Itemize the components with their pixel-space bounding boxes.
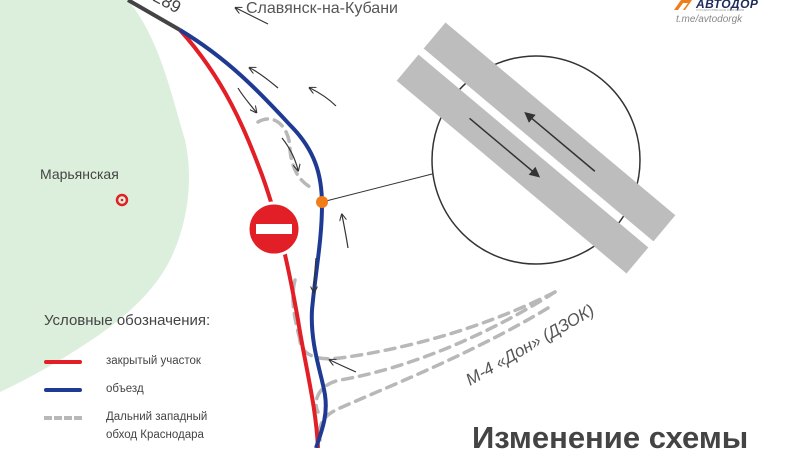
legend-swatch-closed <box>44 360 82 364</box>
callout-line <box>321 171 441 203</box>
legend-swatch-detour <box>44 388 82 392</box>
brand-link[interactable]: t.me/avtodorgk <box>676 14 743 25</box>
brand-block: АВТОДОР ГОСУДАРСТВЕННАЯ КОМПАНИЯ t.me/av… <box>660 0 800 30</box>
legend-label-bypass-1: Дальний западный <box>106 411 208 423</box>
town-label: Марьянская <box>40 166 119 182</box>
legend-title: Условные обозначения: <box>44 312 211 329</box>
brand-sub: ГОСУДАРСТВЕННАЯ КОМПАНИЯ <box>696 8 745 12</box>
legend-swatch-bypass <box>44 416 82 420</box>
settlement-marker-dot <box>120 198 124 202</box>
direction-label: Славянск-на-Кубани <box>246 0 398 17</box>
page-heading: Изменение схемы <box>472 420 749 455</box>
road-segment <box>127 0 181 32</box>
brand-name: АВТОДОР <box>696 0 759 11</box>
accent-point <box>316 196 328 208</box>
detour-route <box>178 28 328 448</box>
direction-arrows <box>236 8 357 373</box>
avtodor-logo-icon <box>674 0 692 10</box>
legend-label-detour: объезд <box>106 383 144 395</box>
green-area <box>0 0 190 392</box>
no-entry-sign-icon <box>246 201 302 257</box>
legend-label-bypass-2: обход Краснодара <box>106 429 204 441</box>
legend-label-closed: закрытый участок <box>106 355 201 367</box>
inset-road <box>396 22 676 274</box>
settlement-marker-icon <box>115 193 129 207</box>
